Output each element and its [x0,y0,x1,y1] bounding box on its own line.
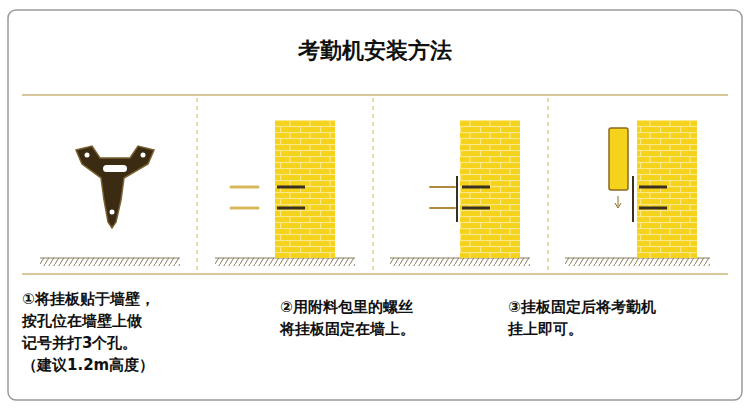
dashed-separators [197,98,548,271]
panel-bottom [22,273,728,275]
mounting-plate [76,146,154,228]
ground [40,258,710,266]
step-caption: ③挂板固定后将考勤机 挂上即可。 [508,296,704,340]
step-caption: ①将挂板贴于墙壁， 按孔位在墙壁上做 记号并打3个孔。 （建议1.2m高度） [22,288,198,376]
outer-frame [8,10,742,400]
attendance-machine [609,128,628,208]
panel-top [22,94,728,96]
brick-walls [275,120,697,258]
diagram-title: 考勤机安装方法 [8,36,742,66]
step-caption: ②用附料包里的螺丝 将挂板固定在墙上。 [280,296,456,340]
anchors-and-screws [231,176,667,222]
